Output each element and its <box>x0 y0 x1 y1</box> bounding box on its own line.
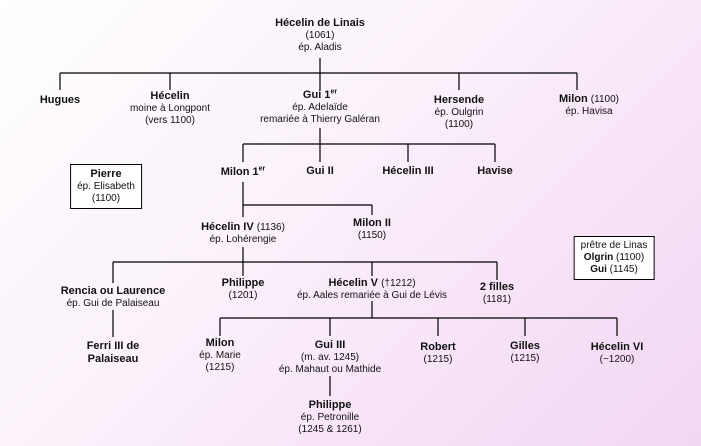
person-rencia: Rencia ou Laurence ép. Gui de Palaiseau <box>61 285 166 310</box>
person-name: Milon <box>205 337 235 349</box>
person-hecelin-v: Hécelin V (†1212) ép. Aales remariée à G… <box>297 277 447 302</box>
priests-box: prêtre de Linas Olgrin (1100) Gui (1145) <box>573 236 655 280</box>
person-date: (1100) <box>444 119 474 130</box>
person-name: Hécelin de Linais <box>275 17 365 29</box>
person-name: Pierre <box>90 168 122 180</box>
person-name-line: Gui 1er <box>260 88 380 102</box>
person-detail: remariée à Thierry Galéran <box>260 114 380 125</box>
person-havise: Havise <box>477 165 512 178</box>
person-name: Gui 1 <box>302 89 331 101</box>
person-name-cont: Palaiseau <box>87 353 139 365</box>
person-hersende: Hersende ép. Oulgrin (1100) <box>434 94 484 131</box>
person-robert: Robert (1215) <box>420 341 455 366</box>
person-milon-ii: Milon II (1150) <box>353 217 391 242</box>
person-gui-iii: Gui III (m. av. 1245) ép. Mahaut ou Math… <box>279 339 381 376</box>
person-gui-1er: Gui 1er ép. Adelaïde remariée à Thierry … <box>260 88 380 126</box>
person-spouse: ép. Petronille <box>300 412 360 423</box>
priest-olgrin: Olgrin (1100) <box>581 252 648 264</box>
person-date: (vers 1100) <box>145 115 195 126</box>
person-milon-1215: Milon ép. Marie (1215) <box>199 337 241 374</box>
person-name: Milon II <box>353 217 391 229</box>
person-date: (1215) <box>510 353 540 364</box>
person-date: (m. av. 1245) <box>300 352 360 363</box>
person-year: (1145) <box>609 264 638 275</box>
person-name: Hécelin VI <box>590 341 644 353</box>
person-name-line: Hécelin V (†1212) <box>297 277 447 290</box>
person-name: Hécelin V <box>328 277 378 289</box>
ordinal-suffix: er <box>330 88 338 96</box>
person-date: (~1200) <box>599 354 635 365</box>
person-date: (1215) <box>423 354 453 365</box>
person-spouse: ép. Marie <box>199 350 241 361</box>
person-philippe-petronille: Philippe ép. Petronille (1245 & 1261) <box>298 399 361 436</box>
person-spouse: ép. Aladis <box>298 42 342 53</box>
person-spouse: ép. Lohérengie <box>209 234 277 245</box>
person-name: Philippe <box>221 277 265 289</box>
person-name: Ferri III de <box>86 340 140 352</box>
person-year: (1061) <box>305 30 335 41</box>
person-name-line: Milon (1100) <box>559 93 619 106</box>
ordinal-suffix: er <box>258 165 266 173</box>
person-date: (1150) <box>357 230 387 241</box>
person-year: (1136) <box>256 222 285 233</box>
person-gui-ii: Gui II <box>306 165 334 178</box>
person-name: Robert <box>420 341 456 353</box>
person-hecelin-moine: Hécelin moine à Longpont (vers 1100) <box>130 90 210 127</box>
person-detail: moine à Longpont <box>129 103 211 114</box>
person-hugues: Hugues <box>40 94 80 107</box>
person-name: Hugues <box>39 94 81 106</box>
person-spouse: ép. Aales remariée à Gui de Lévis <box>296 290 448 301</box>
person-name: Hécelin <box>150 90 190 102</box>
person-date: (1201) <box>228 290 258 301</box>
person-name: Hécelin III <box>382 165 434 177</box>
person-name: Hécelin IV <box>201 221 254 233</box>
person-hecelin-vi: Hécelin VI (~1200) <box>591 341 644 366</box>
person-hecelin-iii: Hécelin III <box>382 165 433 178</box>
person-hecelin-de-linais: Hécelin de Linais (1061) ép. Aladis <box>275 17 365 54</box>
person-name: Philippe <box>308 399 352 411</box>
person-date: (1245 & 1261) <box>298 424 362 435</box>
person-name: Olgrin <box>583 252 614 263</box>
person-2-filles: 2 filles (1181) <box>480 281 514 306</box>
person-date: (1100) <box>91 193 121 204</box>
person-spouse: ép. Mahaut ou Mathide <box>278 364 382 375</box>
person-name: 2 filles <box>479 281 515 293</box>
person-spouse: ép. Elisabeth <box>77 181 135 192</box>
person-name: Milon <box>559 93 588 105</box>
person-name: Gui <box>590 264 607 275</box>
person-name-line: Milon 1er <box>220 165 266 179</box>
person-spouse: ép. Havisa <box>565 106 613 117</box>
person-spouse: ép. Oulgrin <box>434 107 484 118</box>
person-name: Gui III <box>314 339 346 351</box>
person-pierre-box: Pierre ép. Elisabeth (1100) <box>70 164 142 209</box>
person-milon-1er: Milon 1er <box>220 165 266 179</box>
person-date: (1215) <box>205 362 235 373</box>
person-ferri-iii: Ferri III de Palaiseau <box>87 340 140 366</box>
person-year: (1100) <box>590 94 619 105</box>
person-name-line: Hécelin IV (1136) <box>201 221 285 234</box>
person-name: Gui II <box>306 165 334 177</box>
priest-gui: Gui (1145) <box>581 264 648 276</box>
person-name: Rencia ou Laurence <box>60 285 166 297</box>
person-name: Hersende <box>433 94 485 106</box>
person-philippe-1201: Philippe (1201) <box>222 277 265 302</box>
priest-title: prêtre de Linas <box>580 240 648 251</box>
person-year: (†1212) <box>381 278 416 289</box>
person-spouse: ép. Adelaïde <box>292 102 348 113</box>
person-name: Gilles <box>510 340 540 352</box>
person-hecelin-iv: Hécelin IV (1136) ép. Lohérengie <box>201 221 285 246</box>
person-spouse: ép. Gui de Palaiseau <box>66 298 160 309</box>
person-name: Havise <box>477 165 513 177</box>
person-milon-1100: Milon (1100) ép. Havisa <box>559 93 619 118</box>
person-name: Milon 1 <box>220 166 259 178</box>
person-date: (1181) <box>482 294 512 305</box>
person-gilles: Gilles (1215) <box>510 340 540 365</box>
person-year: (1100) <box>616 252 645 263</box>
